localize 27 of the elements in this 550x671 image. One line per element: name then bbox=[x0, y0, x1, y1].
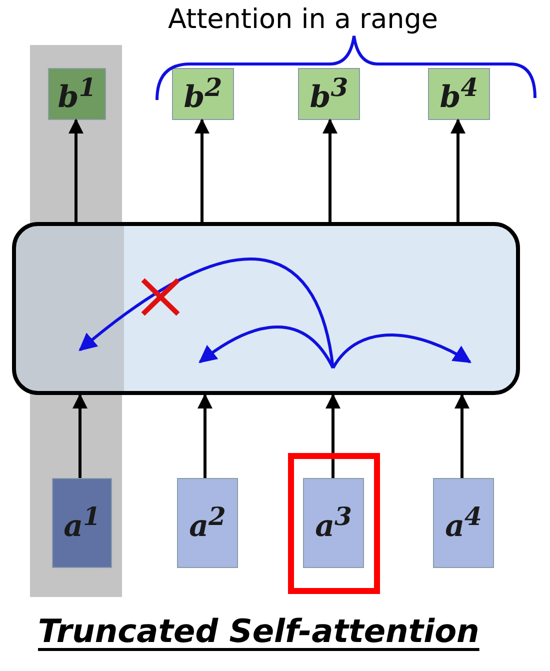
input-box bbox=[52, 478, 112, 568]
caption: Truncated Self-attention bbox=[38, 612, 480, 650]
variable-label: a$^{3}$ bbox=[315, 502, 352, 544]
output-box bbox=[172, 68, 234, 120]
variable-label: b$^{1}$ bbox=[58, 73, 96, 115]
arrow bbox=[68, 118, 84, 222]
self-attention-box bbox=[12, 222, 520, 395]
variable-label: b$^{2}$ bbox=[184, 73, 222, 115]
variable-label: a$^{1}$ bbox=[64, 502, 100, 544]
arrow bbox=[194, 118, 210, 222]
input-box bbox=[303, 478, 364, 568]
arrow bbox=[450, 118, 466, 222]
input-box bbox=[177, 478, 238, 568]
variable-label: b$^{3}$ bbox=[310, 73, 348, 115]
range-label: Attention in a range bbox=[168, 4, 438, 35]
output-box bbox=[48, 68, 106, 120]
output-box bbox=[298, 68, 360, 120]
variable-label: a$^{2}$ bbox=[189, 502, 226, 544]
arrow bbox=[72, 394, 88, 478]
variable-label: b$^{4}$ bbox=[440, 73, 478, 115]
arrow bbox=[454, 394, 470, 478]
arrow bbox=[322, 118, 338, 222]
variable-label: a$^{4}$ bbox=[445, 502, 482, 544]
input-box bbox=[433, 478, 494, 568]
arrow bbox=[326, 394, 340, 478]
output-box bbox=[428, 68, 490, 120]
arrow bbox=[198, 394, 212, 478]
